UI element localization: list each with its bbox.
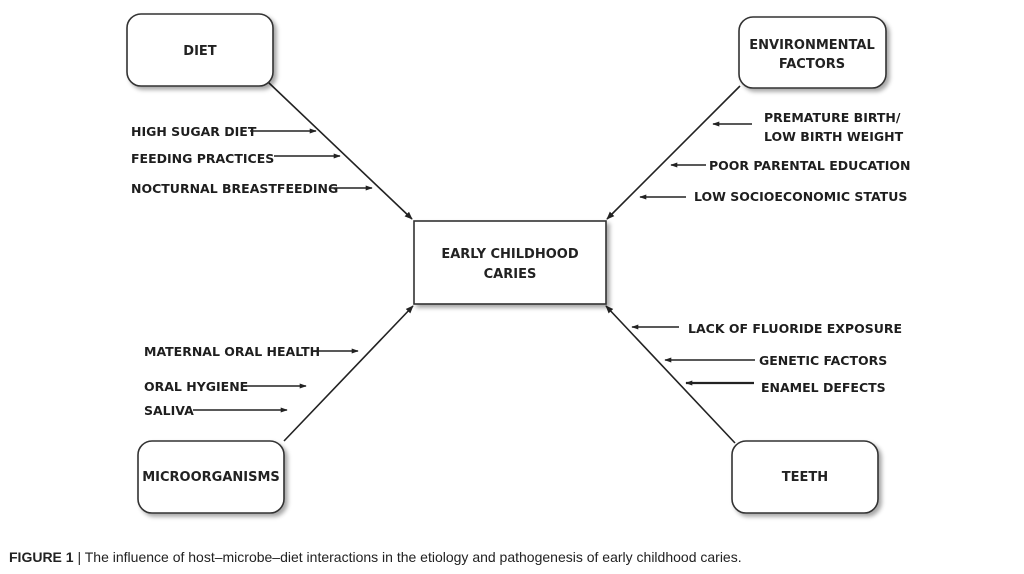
environmental-box-label-line1: ENVIRONMENTAL [749, 38, 875, 53]
factor-low-socioeconomic-status: LOW SOCIOECONOMIC STATUS [694, 189, 907, 204]
diet-box-label: DIET [183, 44, 217, 59]
factor-high-sugar-diet: HIGH SUGAR DIET [131, 124, 257, 139]
center-box-label-line2: CARIES [484, 267, 537, 282]
factor-premature-birth: PREMATURE BIRTH/ [764, 110, 901, 125]
center-box-label-line1: EARLY CHILDHOOD [441, 247, 578, 262]
microorganisms-box-label: MICROORGANISMS [142, 470, 280, 485]
diet-box: DIET [126, 13, 274, 87]
microorganisms-to-center-arrow [283, 305, 414, 442]
diet-to-center-arrow [267, 81, 413, 220]
factor-feeding-practices: FEEDING PRACTICES [131, 151, 274, 166]
microorganisms-box: MICROORGANISMS [137, 440, 285, 514]
early-childhood-caries-box: EARLY CHILDHOOD CARIES [413, 220, 607, 305]
factor-low-birth-weight: LOW BIRTH WEIGHT [764, 129, 904, 144]
caption-label: FIGURE 1 [9, 549, 74, 565]
factor-genetic-factors: GENETIC FACTORS [759, 353, 887, 368]
figure-caption: FIGURE 1 | The influence of host–microbe… [9, 549, 1019, 565]
environmental-factors-box: ENVIRONMENTAL FACTORS [738, 16, 887, 89]
teeth-box-label: TEETH [782, 470, 828, 485]
factor-saliva: SALIVA [144, 403, 194, 418]
teeth-to-center-arrow [605, 305, 736, 444]
environmental-box-label-line2: FACTORS [779, 57, 845, 72]
factor-nocturnal-breastfeeding: NOCTURNAL BREASTFEEDING [131, 181, 338, 196]
factor-oral-hygiene: ORAL HYGIENE [144, 379, 248, 394]
factor-lack-of-fluoride-exposure: LACK OF FLUORIDE EXPOSURE [688, 321, 902, 336]
caption-separator: | [73, 549, 85, 565]
caption-text: The influence of host–microbe–diet inter… [84, 549, 742, 565]
factor-maternal-oral-health: MATERNAL ORAL HEALTH [144, 344, 320, 359]
factor-poor-parental-education: POOR PARENTAL EDUCATION [709, 158, 910, 173]
teeth-box: TEETH [731, 440, 879, 514]
factor-enamel-defects: ENAMEL DEFECTS [761, 380, 886, 395]
environmental-to-center-arrow [606, 85, 741, 220]
